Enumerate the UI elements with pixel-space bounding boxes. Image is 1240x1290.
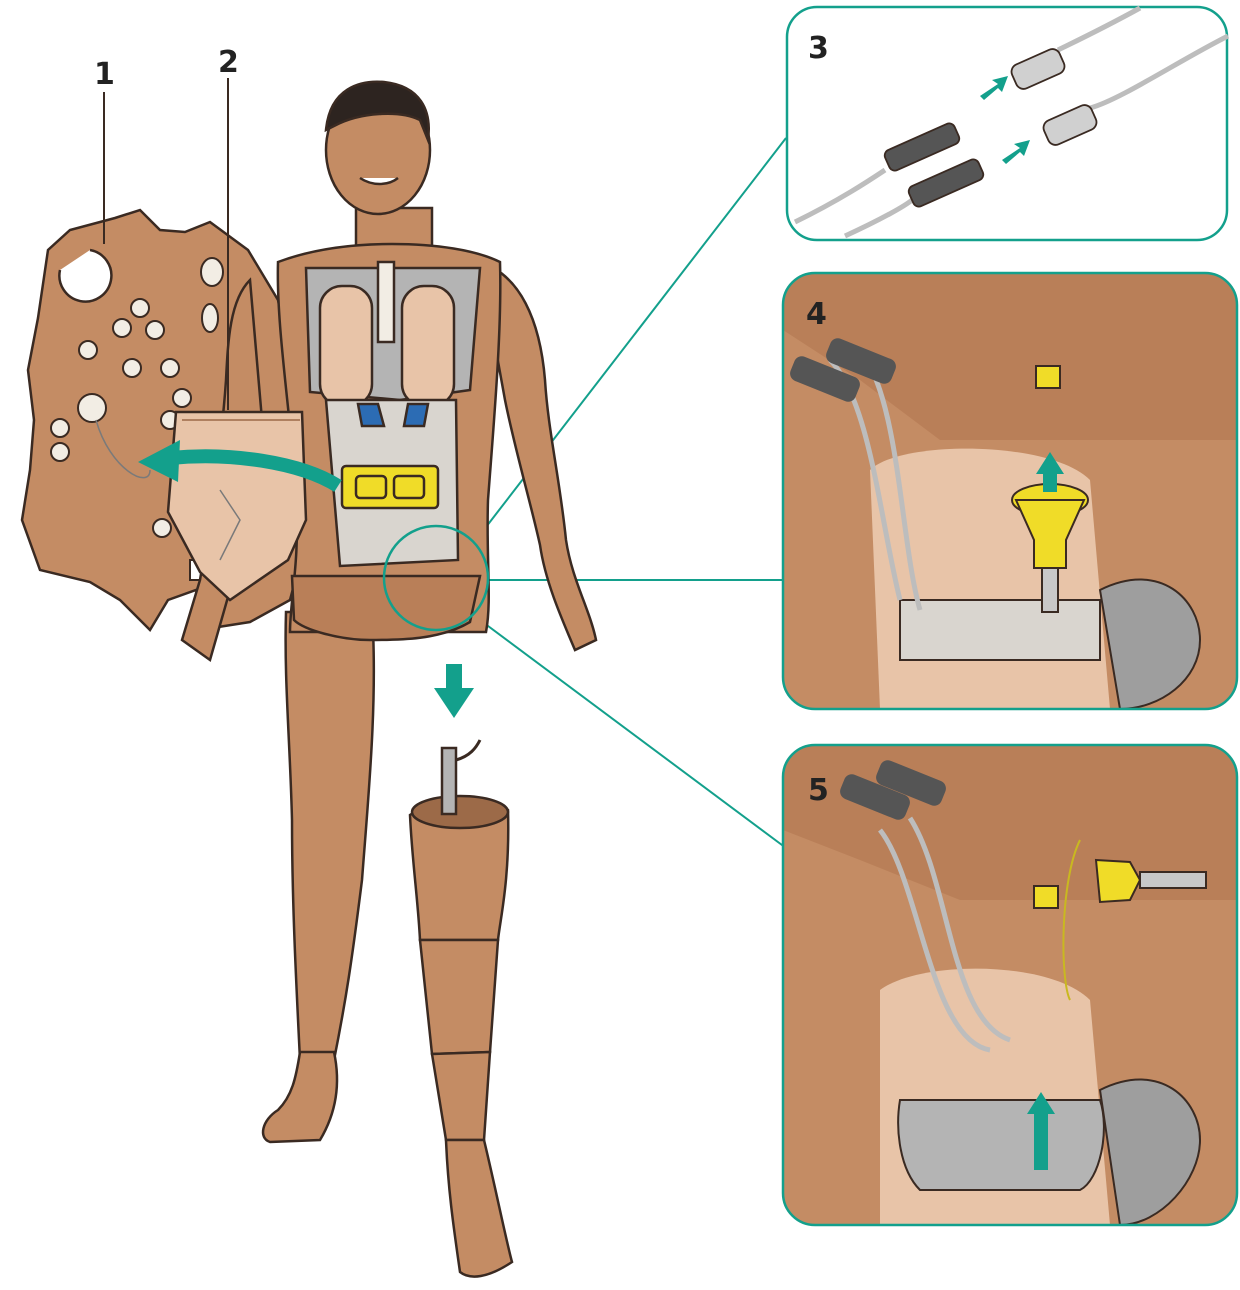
step-label-5: 5 [808, 773, 829, 808]
step-label-3: 3 [808, 31, 829, 66]
step-label-4: 4 [806, 297, 827, 332]
detail-panel-3: 3 [787, 7, 1228, 240]
detail-panel-5: 5 [783, 745, 1237, 1225]
part-label-1: 1 [94, 57, 115, 92]
leader-lines [476, 138, 786, 848]
detail-panel-4: 4 [783, 273, 1237, 709]
detached-leg [410, 740, 512, 1277]
remove-leg-arrow [434, 664, 474, 718]
part-label-2: 2 [218, 45, 239, 80]
